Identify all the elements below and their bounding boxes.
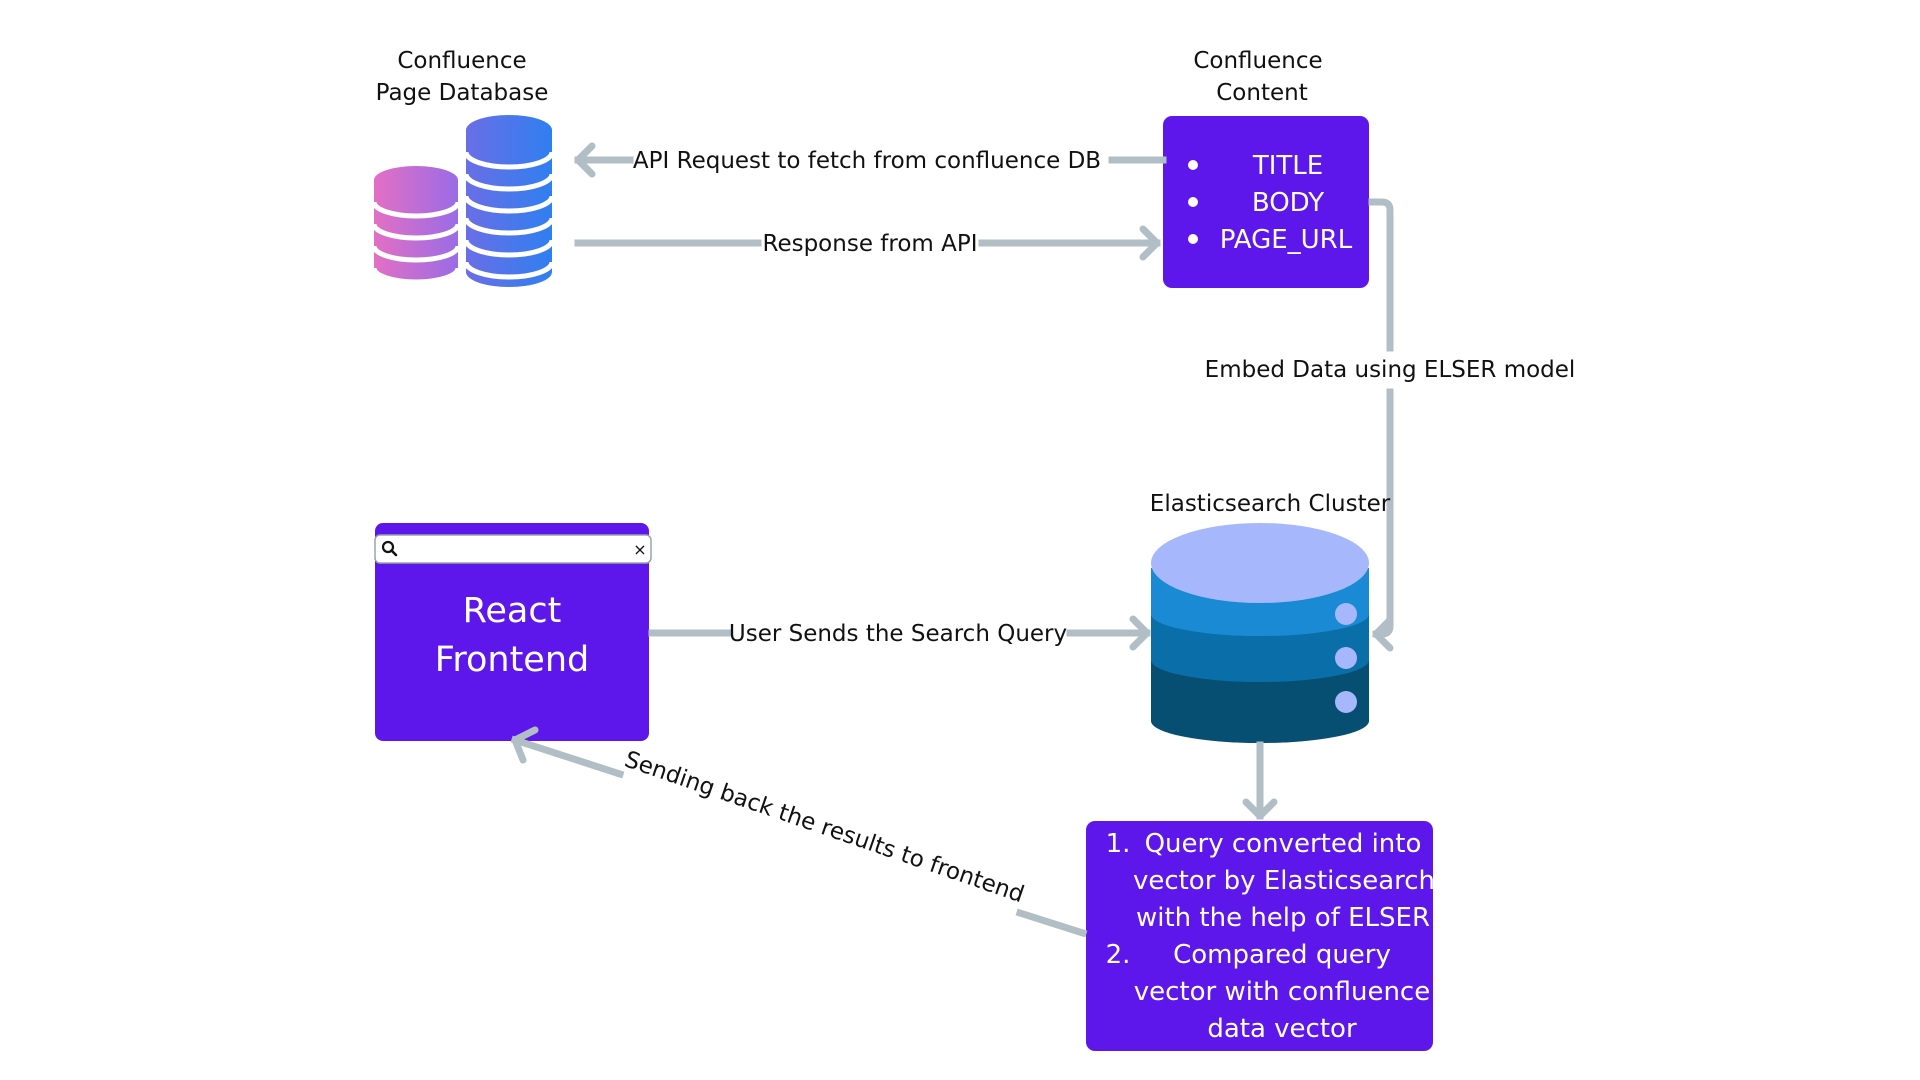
react-frontend-window: × React Frontend xyxy=(374,523,652,741)
embed-arrow xyxy=(1368,198,1394,652)
process-item2-line3: data vector xyxy=(1207,1014,1357,1044)
bullet-icon xyxy=(1188,160,1198,170)
cluster-to-process-arrow xyxy=(1242,741,1278,820)
search-query-label: User Sends the Search Query xyxy=(729,621,1067,647)
results-return-label: Sending back the results to frontend xyxy=(621,747,1027,909)
process-item2-number: 2. xyxy=(1106,940,1131,970)
process-item2-line2: vector with confluence xyxy=(1134,977,1430,1007)
process-item1-line1: Query converted into xyxy=(1145,829,1422,859)
process-item1-number: 1. xyxy=(1106,829,1131,859)
database-icon xyxy=(371,115,555,287)
frontend-label-line1: React xyxy=(463,591,562,631)
confluence-content-box: TITLE BODY PAGE_URL xyxy=(1163,116,1369,288)
server-light-icon xyxy=(1335,691,1357,713)
bullet-icon xyxy=(1188,234,1198,244)
confluence-db-title-line1: Confluence xyxy=(397,48,526,74)
confluence-content-title-line2: Content xyxy=(1216,80,1307,106)
content-item-title: TITLE xyxy=(1252,151,1323,181)
results-return-arrow xyxy=(510,726,1088,938)
server-light-icon xyxy=(1335,603,1357,625)
process-item1-line2: vector by Elasticsearch xyxy=(1133,866,1435,896)
cluster-title: Elasticsearch Cluster xyxy=(1150,491,1391,517)
search-bar[interactable] xyxy=(374,534,652,564)
confluence-db-title-line2: Page Database xyxy=(376,80,549,106)
process-item1-line3: with the help of ELSER xyxy=(1136,903,1430,933)
search-icon xyxy=(381,540,398,557)
database-server-icon xyxy=(1151,523,1369,743)
server-light-icon xyxy=(1335,647,1357,669)
process-item2-line1: Compared query xyxy=(1173,940,1391,970)
frontend-label-line2: Frontend xyxy=(435,640,589,680)
api-request-label: API Request to fetch from confluence DB xyxy=(633,148,1101,174)
confluence-content-title-line1: Confluence xyxy=(1193,48,1322,74)
api-request-arrow xyxy=(574,142,1167,178)
content-item-body: BODY xyxy=(1252,188,1324,218)
search-query-arrow xyxy=(648,615,1151,651)
process-box: 1. Query converted into vector by Elasti… xyxy=(1086,821,1435,1051)
content-item-page-url: PAGE_URL xyxy=(1220,225,1353,255)
close-icon[interactable]: × xyxy=(633,540,646,559)
api-response-arrow xyxy=(574,225,1161,261)
api-response-label: Response from API xyxy=(763,231,978,257)
bullet-icon xyxy=(1188,197,1198,207)
embed-label: Embed Data using ELSER model xyxy=(1205,357,1576,383)
